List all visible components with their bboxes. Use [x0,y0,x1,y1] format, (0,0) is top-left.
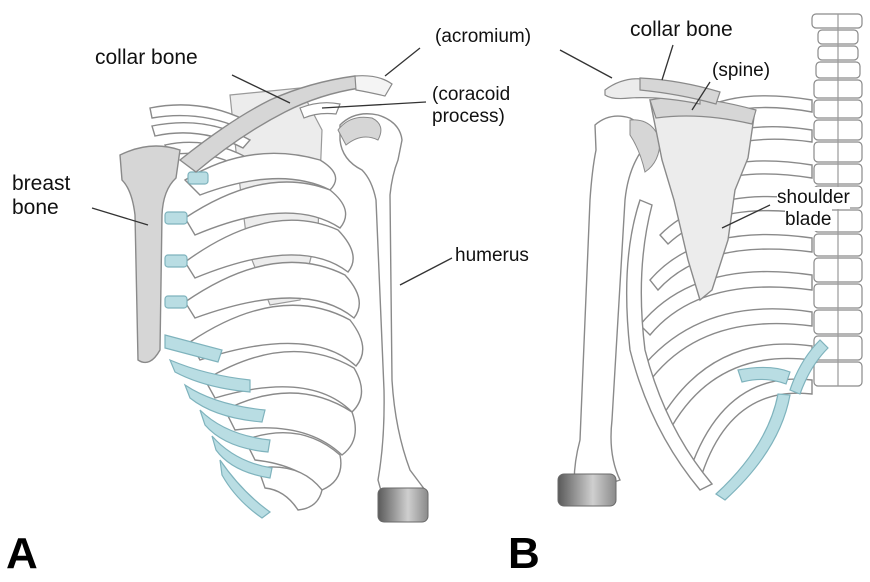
front-acromion [355,76,392,96]
label-coracoid-line2: process) [432,106,505,128]
label-acromium: (acromium) [435,26,531,48]
back-elbow-joint [558,474,616,506]
label-spine: (spine) [712,60,770,82]
label-collar-bone-front: collar bone [95,46,198,70]
label-shoulder-blade-line1: shoulder [777,187,850,209]
label-coracoid-line1: (coracoid [432,84,510,106]
label-humerus: humerus [455,245,529,267]
front-elbow-joint [378,488,428,522]
front-breast-bone [120,146,180,362]
back-view-panel [558,14,862,506]
label-breast-bone-line2: bone [12,196,59,220]
label-breast-bone-line1: breast [12,172,70,196]
front-ribs [185,153,363,510]
panel-label-b: B [508,532,540,576]
front-view-panel [92,48,452,522]
label-collar-bone-back: collar bone [630,18,733,42]
label-shoulder-blade-line2: blade [785,209,832,231]
panel-label-a: A [6,532,38,576]
